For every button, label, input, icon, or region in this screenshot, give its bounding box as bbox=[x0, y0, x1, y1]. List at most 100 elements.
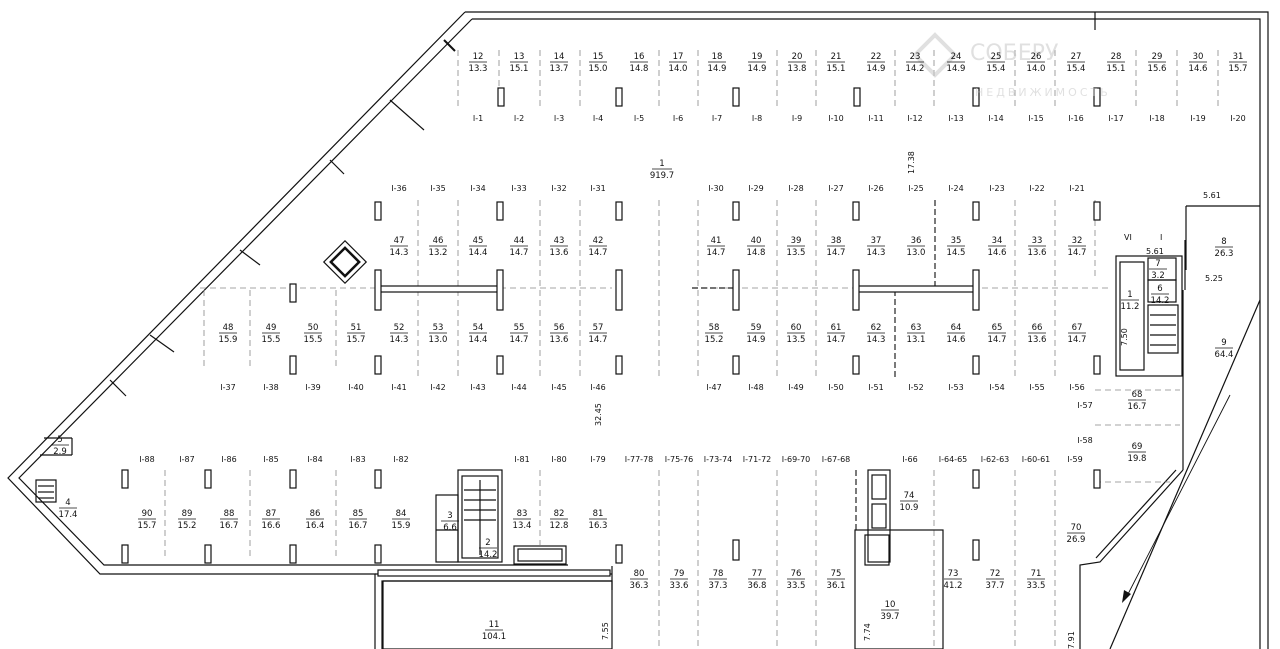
stall-code-I-77-78: I-77-78 bbox=[625, 455, 654, 464]
stall-code-I-80: I-80 bbox=[551, 455, 566, 464]
stall-code-I-21: I-21 bbox=[1069, 184, 1084, 193]
stall-23-num: 23 bbox=[910, 52, 921, 62]
dim-17-38: 17.38 bbox=[907, 151, 916, 174]
stall-code-I-56: I-56 bbox=[1069, 383, 1084, 392]
stall-58-num: 58 bbox=[709, 323, 720, 333]
stall-18-area: 14.9 bbox=[708, 64, 727, 74]
stall-72-num: 72 bbox=[990, 569, 1001, 579]
stall-47-area: 14.3 bbox=[390, 248, 409, 258]
stall-12-area: 13.3 bbox=[469, 64, 488, 74]
axis-i: I bbox=[1160, 233, 1162, 242]
stall-code-I-73-74: I-73-74 bbox=[704, 455, 733, 464]
stall-85-num: 85 bbox=[353, 509, 364, 519]
labels-layer: 1213.3I-11315.1I-21413.7I-31515.0I-41614… bbox=[51, 52, 1247, 642]
stall-code-I-43: I-43 bbox=[470, 383, 485, 392]
room-68-area: 16.7 bbox=[1128, 402, 1147, 412]
stall-84-area: 15.9 bbox=[392, 521, 411, 531]
stall-code-I-26: I-26 bbox=[868, 184, 883, 193]
stall-89-num: 89 bbox=[182, 509, 193, 519]
stall-code-I-69-70: I-69-70 bbox=[782, 455, 811, 464]
stall-code-I-9: I-9 bbox=[792, 114, 802, 123]
stall-code-I-19: I-19 bbox=[1190, 114, 1205, 123]
room-69-num: 69 bbox=[1132, 442, 1143, 452]
stall-17-num: 17 bbox=[673, 52, 684, 62]
stall-35-num: 35 bbox=[951, 236, 962, 246]
stall-58-area: 15.2 bbox=[705, 335, 724, 345]
stall-45-area: 14.4 bbox=[469, 248, 488, 258]
stall-26-num: 26 bbox=[1031, 52, 1042, 62]
stall-87-area: 16.6 bbox=[262, 521, 281, 531]
stall-90-num: 90 bbox=[142, 509, 153, 519]
stall-code-I-7: I-7 bbox=[712, 114, 722, 123]
stall-lines-mid bbox=[200, 200, 1110, 380]
room-74-area: 10.9 bbox=[900, 503, 919, 513]
stall-52-area: 14.3 bbox=[390, 335, 409, 345]
stall-82-area: 12.8 bbox=[550, 521, 569, 531]
beams bbox=[377, 285, 977, 577]
room-11-num: 11 bbox=[489, 620, 500, 630]
stall-66-num: 66 bbox=[1032, 323, 1043, 333]
stall-code-I-2: I-2 bbox=[514, 114, 524, 123]
stall-32-num: 32 bbox=[1072, 236, 1083, 246]
stall-38-area: 14.7 bbox=[827, 248, 846, 258]
stall-14-area: 13.7 bbox=[550, 64, 569, 74]
stall-code-I-10: I-10 bbox=[828, 114, 843, 123]
dim-7-55: 7.55 bbox=[601, 622, 610, 640]
stall-48-area: 15.9 bbox=[219, 335, 238, 345]
stall-code-I-83: I-83 bbox=[350, 455, 365, 464]
stall-code-I-33: I-33 bbox=[511, 184, 526, 193]
stall-code-I-81: I-81 bbox=[514, 455, 529, 464]
stall-18-num: 18 bbox=[712, 52, 723, 62]
stall-code-I-15: I-15 bbox=[1028, 114, 1043, 123]
stall-30-num: 30 bbox=[1193, 52, 1204, 62]
stall-83-num: 83 bbox=[517, 509, 528, 519]
stall-code-I-13: I-13 bbox=[948, 114, 963, 123]
stall-code-I-17: I-17 bbox=[1108, 114, 1123, 123]
stall-56-area: 13.6 bbox=[550, 335, 569, 345]
stall-30-area: 14.6 bbox=[1189, 64, 1208, 74]
stall-51-num: 51 bbox=[351, 323, 362, 333]
stall-lines-bottom bbox=[164, 389, 1180, 649]
stall-code-I-50: I-50 bbox=[828, 383, 843, 392]
stall-14-num: 14 bbox=[554, 52, 565, 62]
room-labels: 1 919.7 bbox=[650, 159, 674, 181]
stall-34-num: 34 bbox=[992, 236, 1003, 246]
stall-code-I-64-65: I-64-65 bbox=[939, 455, 968, 464]
stall-57-area: 14.7 bbox=[589, 335, 608, 345]
dim-5-61-b: 5.61 bbox=[1146, 247, 1164, 256]
room-8-num: 8 bbox=[1221, 237, 1226, 247]
room-6-area: 14.2 bbox=[1151, 296, 1170, 306]
stall-50-num: 50 bbox=[308, 323, 319, 333]
stall-73-area: 41.2 bbox=[944, 581, 963, 591]
stall-13-area: 15.1 bbox=[510, 64, 529, 74]
room-2-num: 2 bbox=[485, 538, 490, 548]
room-5-area: 2.9 bbox=[53, 447, 67, 457]
stall-53-area: 13.0 bbox=[429, 335, 448, 345]
stall-44-area: 14.7 bbox=[510, 248, 529, 258]
stall-66-area: 13.6 bbox=[1028, 335, 1047, 345]
stall-code-I-59: I-59 bbox=[1067, 455, 1082, 464]
stall-code-I-4: I-4 bbox=[593, 114, 603, 123]
stall-36-area: 13.0 bbox=[907, 248, 926, 258]
stall-code-I-23: I-23 bbox=[989, 184, 1004, 193]
stall-76-area: 33.5 bbox=[787, 581, 806, 591]
stall-code-I-38: I-38 bbox=[263, 383, 278, 392]
stall-25-area: 15.4 bbox=[987, 64, 1006, 74]
stall-71-area: 33.5 bbox=[1027, 581, 1046, 591]
dim-7-50: 7.50 bbox=[1120, 328, 1129, 346]
watermark-title: СОБЕРУ bbox=[970, 41, 1059, 66]
stall-code-I-75-76: I-75-76 bbox=[665, 455, 694, 464]
stall-22-num: 22 bbox=[871, 52, 882, 62]
stall-45-num: 45 bbox=[473, 236, 484, 246]
stall-84-num: 84 bbox=[396, 509, 407, 519]
stall-81-num: 81 bbox=[593, 509, 604, 519]
stall-29-num: 29 bbox=[1152, 52, 1163, 62]
stall-37-area: 14.3 bbox=[867, 248, 886, 258]
stall-35-area: 14.5 bbox=[947, 248, 966, 258]
room-2-area: 14.2 bbox=[479, 550, 498, 560]
stall-code-I-79: I-79 bbox=[590, 455, 605, 464]
stall-code-I-88: I-88 bbox=[139, 455, 154, 464]
stall-54-area: 14.4 bbox=[469, 335, 488, 345]
stall-61-num: 61 bbox=[831, 323, 842, 333]
